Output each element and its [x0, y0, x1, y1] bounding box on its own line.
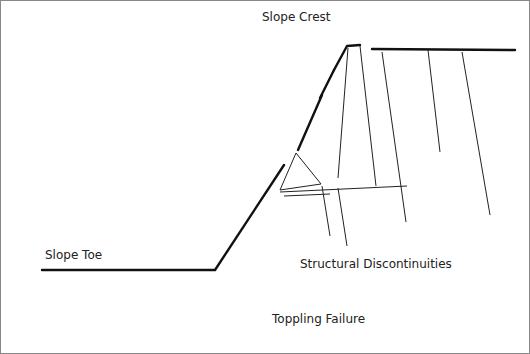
discontinuity-label: Structural Discontinuities	[300, 257, 452, 271]
crest-label: Slope Crest	[262, 10, 331, 24]
figure-caption: Toppling Failure	[272, 312, 365, 326]
slope-profile	[42, 45, 515, 270]
blocks-and-discontinuities	[280, 46, 490, 246]
toe-label: Slope Toe	[45, 248, 102, 262]
